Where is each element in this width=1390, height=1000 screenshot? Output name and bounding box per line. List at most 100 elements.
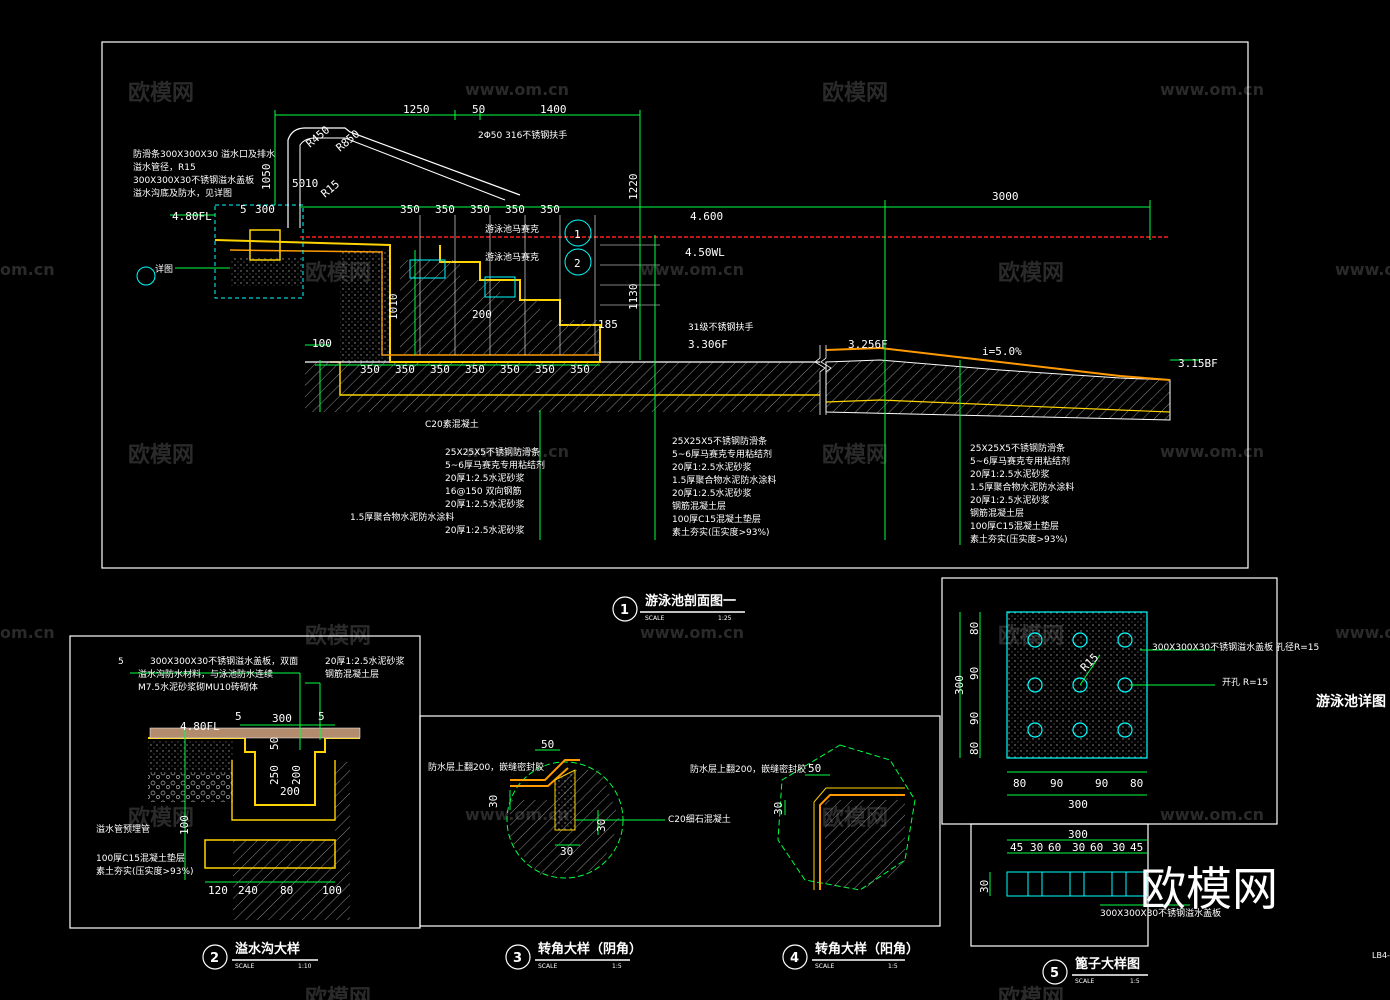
d2-note-top: M7.5水泥砂浆砌MU10砖砌体 <box>138 681 258 693</box>
dim-200: 200 <box>472 308 492 321</box>
note-right: 1.5厚聚合物水泥防水涂料 <box>970 481 1074 493</box>
d5-leaders <box>959 612 1215 796</box>
watermark-brand: 欧模网 <box>128 442 194 468</box>
note-right: 素土夯实(压实度>93%) <box>970 533 1068 545</box>
dim-bottom-5: 350 <box>535 363 555 376</box>
d2-dim: 200 <box>290 765 303 785</box>
note-mid: 100厚C15混凝土垫层 <box>672 513 761 525</box>
d2-note-right: 钢筋混凝土层 <box>325 668 379 680</box>
watermark-brand: 欧模网 <box>128 80 194 106</box>
d2-ref: 5 <box>118 657 124 667</box>
d2-dim: 100 <box>178 815 191 835</box>
detail-5-scale-label: SCALE <box>1075 978 1094 985</box>
dim-300: 300 <box>255 203 275 216</box>
note-mid: 20厚1:2.5水泥砂浆 <box>672 461 752 473</box>
detail-2-callout <box>214 204 304 299</box>
detail-2-number: 2 <box>210 951 219 966</box>
d2-pipe-label: 溢水管预埋管 <box>96 823 150 835</box>
watermark-url: www.om.cn <box>1335 260 1390 279</box>
note-left: 20厚1:2.5水泥砂浆 <box>445 498 525 510</box>
d2-footing <box>204 839 336 869</box>
detail-1-section: 1 2 1250 50 1400 350 350 350 350 350 300… <box>101 41 1249 622</box>
note-right: 20厚1:2.5水泥砂浆 <box>970 468 1050 480</box>
dim-bottom-4: 350 <box>500 363 520 376</box>
note-right: 20厚1:2.5水泥砂浆 <box>970 494 1050 506</box>
elev-3256: 3.256F <box>848 338 888 351</box>
dim-10: 10 <box>305 177 318 190</box>
d2-dim: 240 <box>238 884 258 897</box>
watermark-url: www.om.cn <box>1160 80 1264 99</box>
break-line <box>814 345 832 415</box>
d2-dim: 5 <box>235 710 242 723</box>
dimension-lines <box>170 110 1200 545</box>
grate-section <box>1006 871 1148 897</box>
dim-1130: 1130 <box>627 284 640 311</box>
brand-logo: 欧模网 <box>1140 862 1278 916</box>
note-left: 1.5厚聚合物水泥防水涂料 <box>350 511 454 523</box>
wall-concrete <box>340 250 390 362</box>
d2-note-top: 300X300X30不锈钢溢水盖板，双面 <box>150 655 298 667</box>
note-mid: 20厚1:2.5水泥砂浆 <box>672 487 752 499</box>
d4-dim: 30 <box>772 802 785 815</box>
top-notes: 防滑条300X300X30 溢水口及排水 溢水管径，R15 300X300X30… <box>133 148 275 199</box>
d5-side-dim: 80 <box>968 622 981 635</box>
d5-total: 300 <box>1068 798 1088 811</box>
d2-note-soil: 素土夯实(压实度>93%) <box>96 865 194 877</box>
d2-dim: 5 <box>318 710 325 723</box>
elev-480fl: 4.80FL <box>172 210 212 223</box>
d2-dim: 300 <box>272 712 292 725</box>
dim-bottom-7: 350 <box>360 363 380 376</box>
d4-dim: 50 <box>808 762 821 775</box>
grate-plan <box>1006 611 1148 759</box>
d2-dim: 120 <box>208 884 228 897</box>
d2-note-c15: 100厚C15混凝土垫层 <box>96 852 185 864</box>
d5-side-dim: 80 <box>968 742 981 755</box>
notes-right: 25X25X5不锈钢防滑条 5~6厚马赛克专用粘结剂 20厚1:2.5水泥砂浆 … <box>970 442 1074 545</box>
d3-dim: 30 <box>487 795 500 808</box>
deck-membrane <box>825 399 1171 413</box>
d5-section-dim: 30 <box>1072 841 1085 854</box>
d2-dim: 250 <box>268 765 281 785</box>
d5-section-h: 30 <box>978 880 991 893</box>
note-mid: 5~6厚马赛克专用粘结剂 <box>672 448 772 460</box>
dim-50: 50 <box>472 103 485 116</box>
d5-section-dim: 30 <box>1112 841 1125 854</box>
note-mid: 钢筋混凝土层 <box>672 500 726 512</box>
slope-label: i=5.0% <box>982 345 1022 358</box>
watermark-brand: 欧模网 <box>822 442 888 468</box>
detail-2-title: 溢水沟大样 <box>235 941 300 957</box>
note-right: 5~6厚马赛克专用粘结剂 <box>970 455 1070 467</box>
watermark-brand: 欧模网 <box>822 80 888 106</box>
detail-1-frame <box>101 41 1249 569</box>
label-r850: R850 <box>334 127 363 154</box>
elev-4600: 4.600 <box>690 210 723 223</box>
d2-elev: 4.80FL <box>180 720 220 733</box>
watermark-url: www.om.cn <box>1160 442 1264 461</box>
detail-1-title: 游泳池剖面图一 <box>645 593 736 609</box>
d5-note-holes: 开孔 R=15 <box>1222 677 1268 688</box>
detail-3-4-frame <box>419 715 941 927</box>
d5-section-note: 300X300X30不锈钢溢水盖板 <box>1100 907 1221 919</box>
d3-dim: 30 <box>595 819 608 832</box>
detail-1-scale-value: 1:25 <box>718 615 732 622</box>
detail-4-scale-label: SCALE <box>815 963 834 970</box>
deck-surface <box>825 346 1171 381</box>
detail-ref-left: 详图 <box>155 263 173 275</box>
watermark-url: www.om.cn <box>640 260 744 279</box>
detail-3-scale-label: SCALE <box>538 963 557 970</box>
stair-label: 31级不锈钢扶手 <box>688 321 753 333</box>
notes-left: 25X25X5不锈钢防滑条 5~6厚马赛克专用粘结剂 20厚1:2.5水泥砂浆 … <box>350 446 545 536</box>
dim-1250: 1250 <box>403 103 430 116</box>
watermark-brand: 欧模网 <box>998 985 1064 1000</box>
note-right: 钢筋混凝土层 <box>970 507 1024 519</box>
d2-note-top: 溢水沟防水材料，与泳池防水连续 <box>138 668 273 680</box>
d2-membrane-2 <box>231 760 336 821</box>
d3-dim: 50 <box>541 738 554 751</box>
title-3-bubble <box>505 944 531 970</box>
detail-4-title: 转角大样（阳角） <box>815 941 919 957</box>
d5-section-dim: 60 <box>1090 841 1103 854</box>
d5-bottom-dim: 80 <box>1130 777 1143 790</box>
note-right: 25X25X5不锈钢防滑条 <box>970 442 1065 454</box>
detail-2-scale-label: SCALE <box>235 963 254 970</box>
d2-fill-1 <box>148 740 233 770</box>
